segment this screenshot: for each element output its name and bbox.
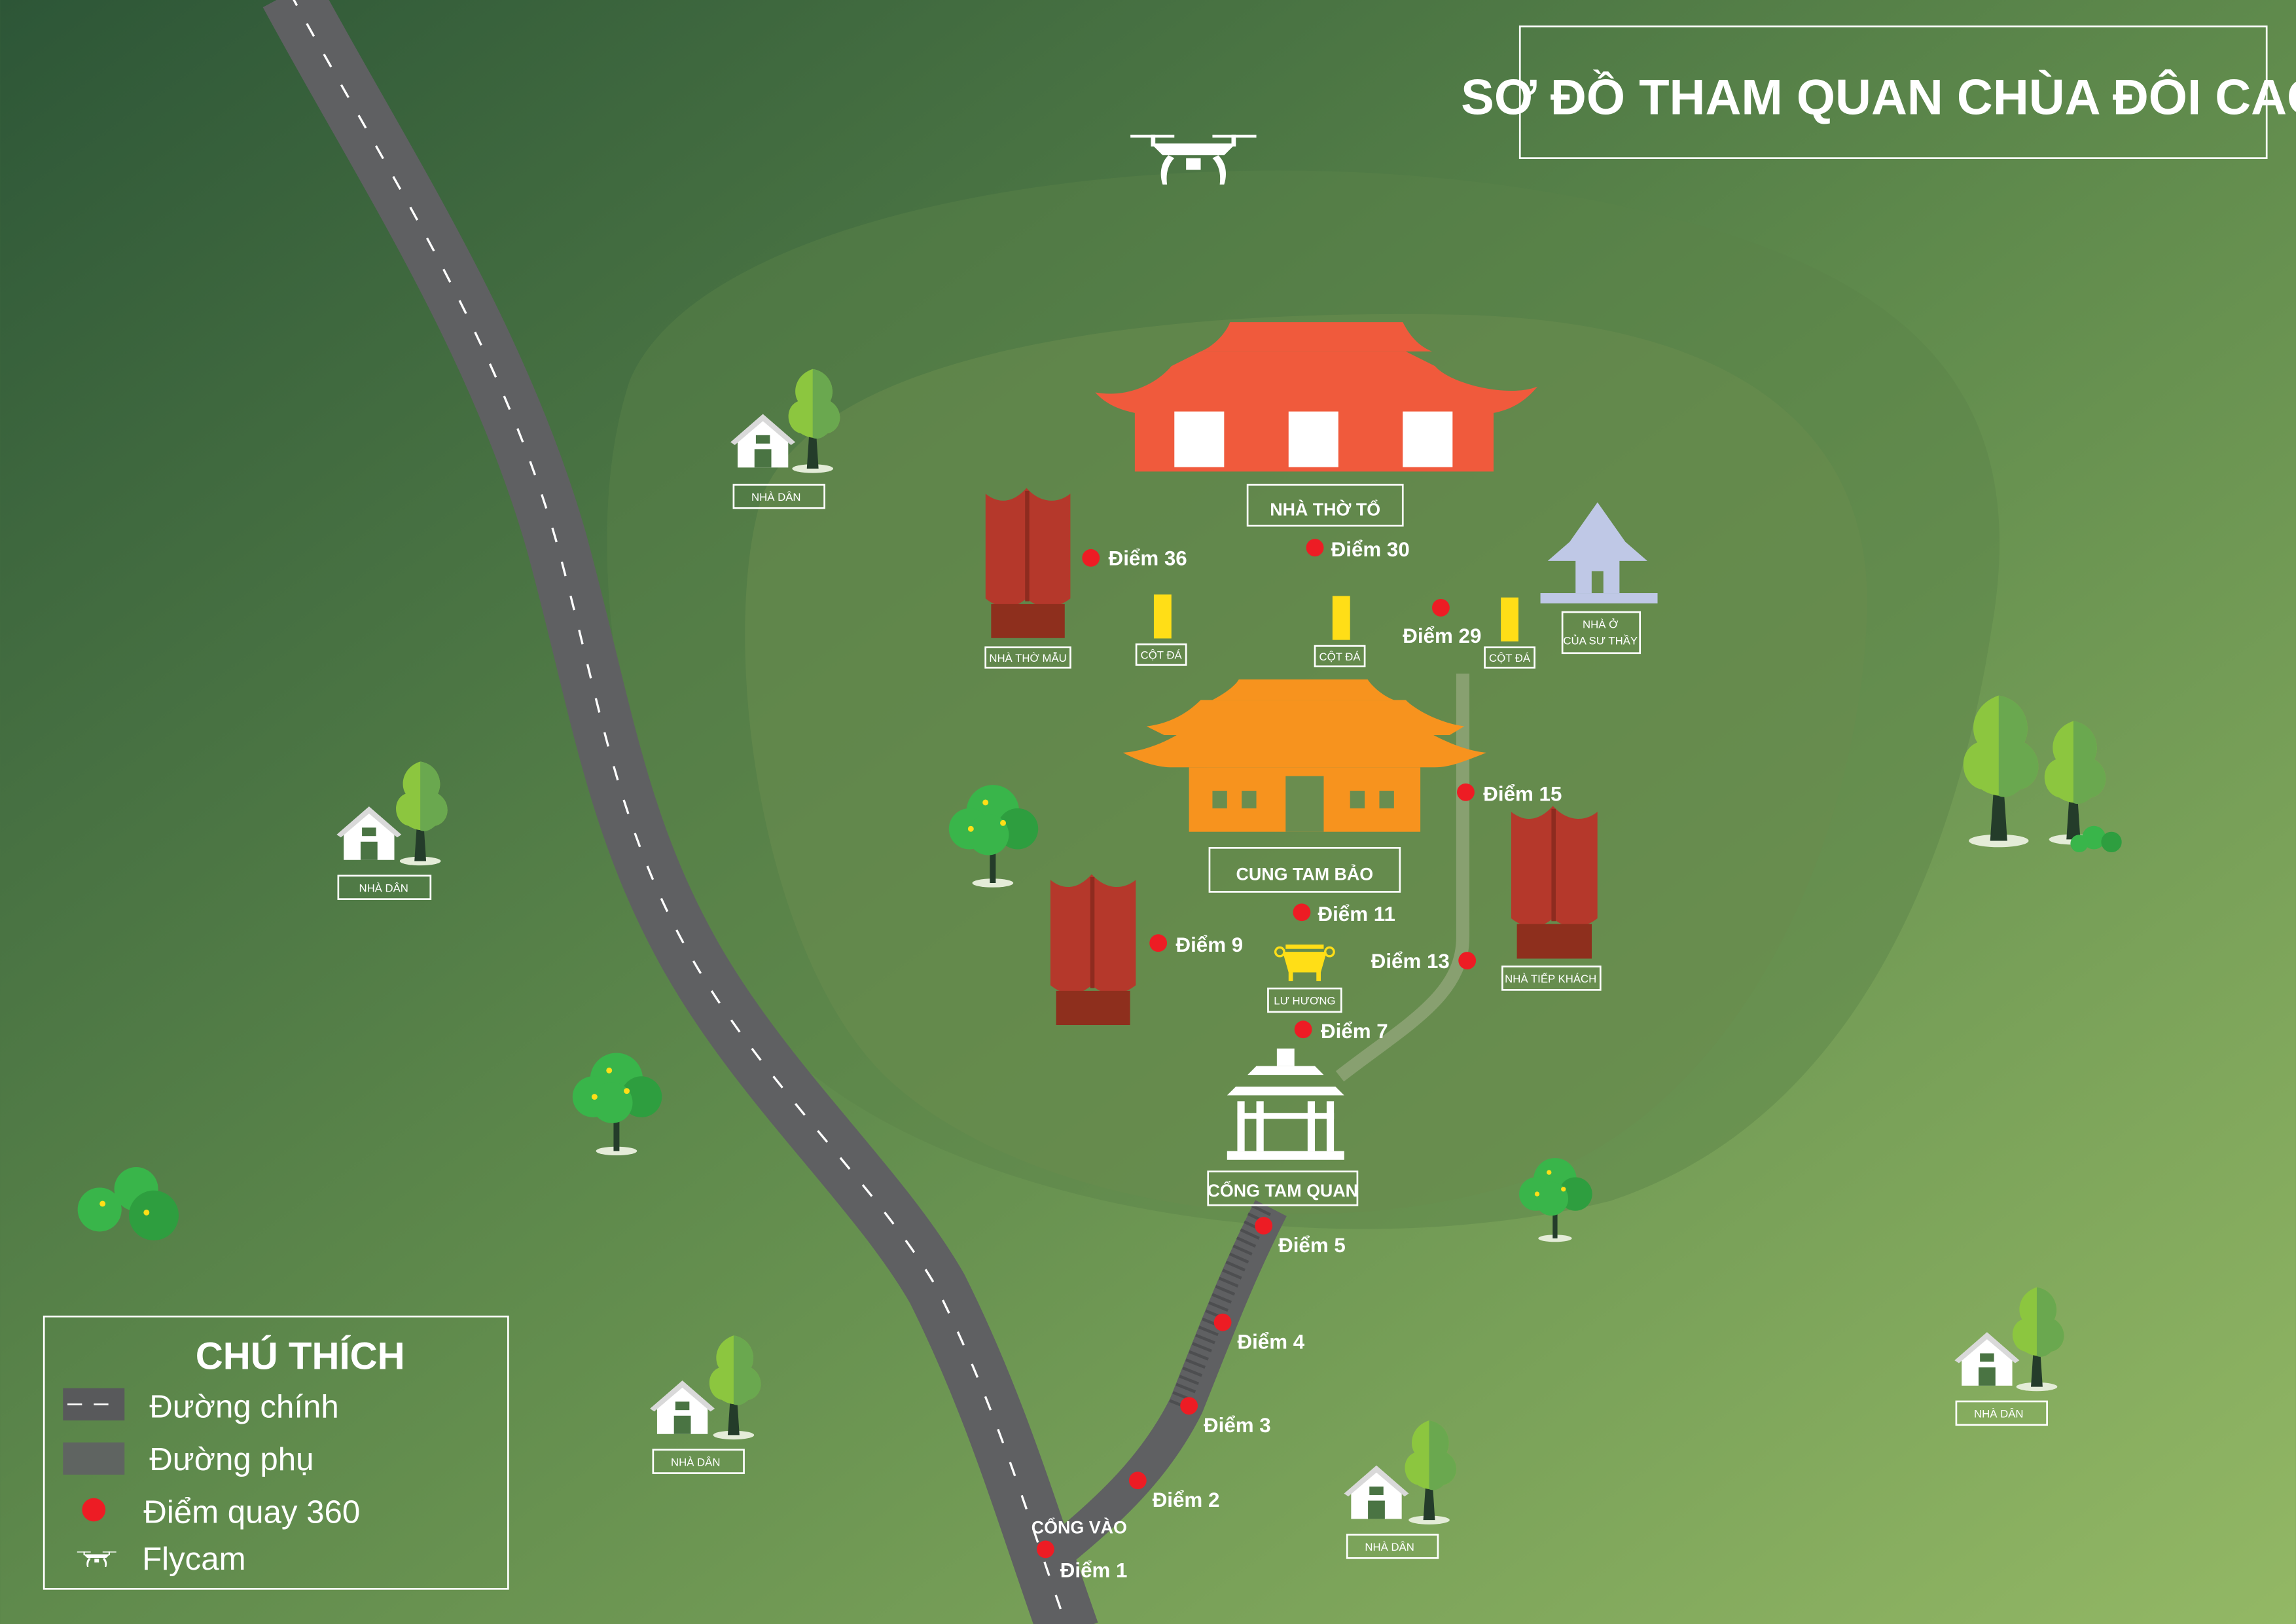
point-1[interactable]: Điểm 1: [1036, 1540, 1128, 1581]
svg-text:CỘT ĐÁ: CỘT ĐÁ: [1319, 651, 1361, 663]
cong-vao-label: CỔNG VÀO: [1031, 1517, 1127, 1537]
svg-text:Điểm 9: Điểm 9: [1176, 933, 1244, 956]
svg-text:Điểm 15: Điểm 15: [1483, 783, 1562, 806]
svg-text:NHÀ DÂN: NHÀ DÂN: [1974, 1408, 2023, 1420]
svg-text:Điểm 29: Điểm 29: [1403, 624, 1481, 647]
legend-main-road-label: Đường chính: [149, 1389, 339, 1425]
svg-text:CỘT ĐÁ: CỘT ĐÁ: [1141, 649, 1183, 662]
point-15[interactable]: Điểm 15: [1457, 783, 1562, 806]
nha-dan-4[interactable]: NHÀ DÂN: [1344, 1420, 1457, 1559]
legend-secondary-road-swatch: [63, 1442, 125, 1475]
nha-o-label-line2: CỦA SƯ THẦY: [1563, 634, 1638, 647]
svg-text:Điểm 4: Điểm 4: [1237, 1330, 1304, 1353]
stairs: [1169, 1203, 1272, 1410]
cot-da-1[interactable]: CỘT ĐÁ: [1135, 594, 1187, 666]
lu-huong-label-box: [1267, 987, 1342, 1013]
cung-tam-bao-label: CUNG TAM BẢO: [1236, 863, 1374, 884]
cong-tam-quan-label: CỔNG TAM QUAN: [1208, 1180, 1359, 1200]
point-11[interactable]: Điểm 11: [1293, 903, 1395, 926]
svg-text:Điểm 11: Điểm 11: [1318, 903, 1395, 926]
point-29[interactable]: Điểm 29: [1403, 598, 1481, 647]
lu-huong-incense-burner-icon[interactable]: [1274, 944, 1335, 981]
nha-dan-2[interactable]: NHÀ DÂN: [336, 761, 448, 900]
cong-tam-quan-label-box: [1207, 1170, 1359, 1206]
nha-dan-5[interactable]: NHÀ DÂN: [1954, 1287, 2064, 1426]
title-box: [1518, 25, 2268, 159]
cot-da-3[interactable]: CỘT ĐÁ: [1484, 597, 1535, 669]
nha-tho-to-label: NHÀ THỜ TỔ: [1270, 499, 1380, 519]
point-13[interactable]: Điểm 13: [1371, 950, 1477, 973]
nha-tho-mau-label: NHÀ THỜ MẪU: [989, 652, 1066, 664]
nha-o-label-box: [1561, 611, 1641, 655]
nha-tiep-khach-building[interactable]: [1511, 806, 1598, 959]
svg-text:NHÀ DÂN: NHÀ DÂN: [751, 491, 800, 503]
tree-cluster-right: [1963, 695, 2122, 853]
main-road: [262, 0, 1098, 1624]
svg-text:Điểm 7: Điểm 7: [1321, 1020, 1388, 1043]
legend-title: CHÚ THÍCH: [196, 1335, 405, 1378]
point-2[interactable]: Điểm 2: [1128, 1471, 1220, 1511]
cong-tam-quan-gate[interactable]: [1227, 1048, 1344, 1160]
side-path: [1335, 674, 1470, 1082]
point-7[interactable]: Điểm 7: [1294, 1020, 1388, 1043]
cung-tam-bao-building[interactable]: [1122, 679, 1486, 832]
svg-text:Điểm 36: Điểm 36: [1109, 547, 1187, 570]
svg-text:NHÀ DÂN: NHÀ DÂN: [359, 882, 408, 894]
nha-tho-to-building[interactable]: [1095, 322, 1538, 472]
legend-point-label: Điểm quay 360: [143, 1494, 360, 1530]
legend-secondary-road-label: Đường phụ: [149, 1441, 314, 1477]
svg-text:CỘT ĐÁ: CỘT ĐÁ: [1489, 652, 1531, 664]
nha-tho-mau-building[interactable]: [985, 488, 1071, 638]
svg-text:Điểm 2: Điểm 2: [1153, 1489, 1220, 1511]
svg-text:Điểm 5: Điểm 5: [1278, 1234, 1346, 1257]
point-30[interactable]: Điểm 30: [1306, 538, 1410, 561]
nha-dan-1[interactable]: NHÀ DÂN: [730, 369, 840, 509]
point-5[interactable]: Điểm 5: [1255, 1217, 1346, 1257]
nha-o-su-thay-building[interactable]: [1540, 502, 1658, 604]
nha-o-label-line1: NHÀ Ở: [1583, 619, 1618, 631]
legend-main-road-swatch: [63, 1388, 125, 1421]
svg-text:Điểm 13: Điểm 13: [1371, 950, 1450, 973]
cot-da-2[interactable]: CỘT ĐÁ: [1314, 596, 1366, 668]
legend: CHÚ THÍCH Đường chính Đường phụ Điểm qua…: [43, 1315, 509, 1590]
lu-huong-label: LƯ HƯƠNG: [1274, 995, 1335, 1007]
nha-tiep-khach-label: NHÀ TIẾP KHÁCH: [1505, 973, 1596, 985]
svg-text:Điểm 3: Điểm 3: [1204, 1414, 1271, 1437]
svg-text:Điểm 30: Điểm 30: [1331, 538, 1410, 561]
red-building-lower-left[interactable]: [1050, 874, 1136, 1026]
legend-flycam-label: Flycam: [142, 1541, 246, 1577]
point-9[interactable]: Điểm 9: [1149, 933, 1243, 956]
point-36[interactable]: Điểm 36: [1082, 547, 1187, 570]
svg-text:NHÀ DÂN: NHÀ DÂN: [671, 1456, 720, 1468]
svg-text:Điểm 1: Điểm 1: [1060, 1559, 1128, 1581]
nha-tho-to-label-box: [1246, 484, 1404, 527]
bush-icon: [77, 1167, 179, 1240]
svg-text:NHÀ DÂN: NHÀ DÂN: [1365, 1541, 1414, 1553]
point-4[interactable]: Điểm 4: [1213, 1313, 1305, 1354]
map-title: SƠ ĐỒ THAM QUAN CHÙA ĐÔI CAO: [1461, 69, 2296, 125]
legend-point-icon: [82, 1498, 106, 1522]
nha-dan-3[interactable]: NHÀ DÂN: [650, 1335, 761, 1474]
cung-tam-bao-label-box: [1208, 846, 1401, 893]
nha-tiep-khach-label-box: [1501, 965, 1602, 991]
nha-tho-mau-label-box: [984, 646, 1071, 669]
point-3[interactable]: Điểm 3: [1180, 1397, 1271, 1437]
